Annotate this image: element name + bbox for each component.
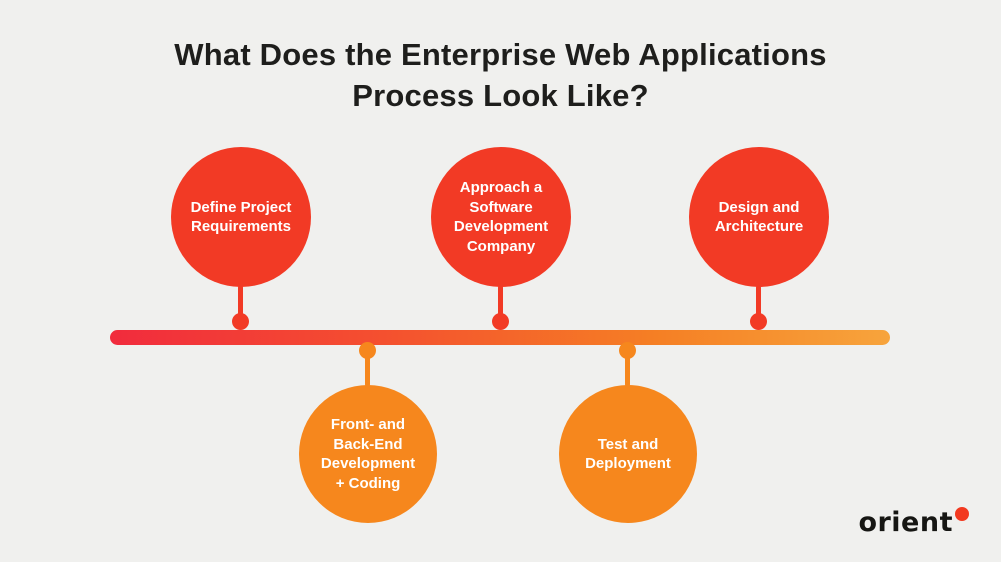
connector-dot-step-1 — [232, 313, 249, 330]
step-label: Approach a Software Development Company — [453, 179, 549, 255]
connector-dot-step-3 — [750, 313, 767, 330]
step-circle-design-and-architecture: Design and Architecture — [689, 147, 829, 287]
page-title: What Does the Enterprise Web Application… — [0, 34, 1001, 116]
connector-stem-step-3 — [756, 285, 761, 325]
step-circle-front-and-back-end-development-coding: Front- and Back-End Development + Coding — [299, 385, 437, 523]
connector-stem-step-2 — [498, 285, 503, 325]
step-label: Design and Architecture — [714, 198, 804, 236]
brand-logo-dot-icon — [955, 507, 969, 521]
connector-stem-step-5 — [625, 345, 630, 387]
connector-stem-step-1 — [238, 285, 243, 325]
step-label: Define Project Requirements — [190, 198, 292, 236]
step-circle-test-and-deployment: Test and Deployment — [559, 385, 697, 523]
page-title-line-1: What Does the Enterprise Web Application… — [174, 37, 827, 72]
brand-logo: orient — [858, 507, 969, 538]
step-circle-approach-software-development-company: Approach a Software Development Company — [431, 147, 571, 287]
step-circle-define-project-requirements: Define Project Requirements — [171, 147, 311, 287]
connector-dot-step-5 — [619, 342, 636, 359]
step-label: Test and Deployment — [585, 435, 671, 473]
connector-dot-step-4 — [359, 342, 376, 359]
timeline-bar — [110, 330, 890, 345]
step-label: Front- and Back-End Development + Coding — [320, 416, 416, 492]
page-title-line-2: Process Look Like? — [352, 78, 649, 113]
connector-stem-step-4 — [365, 345, 370, 387]
connector-dot-step-2 — [492, 313, 509, 330]
brand-logo-text: orient — [858, 507, 953, 538]
